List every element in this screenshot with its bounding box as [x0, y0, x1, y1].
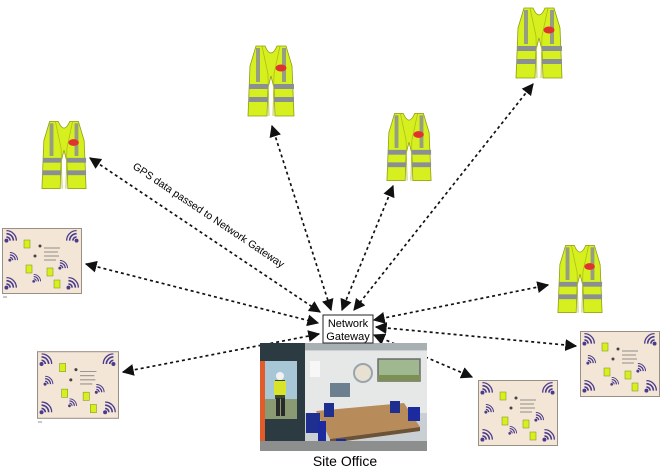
gateway-label-line1: Network: [328, 318, 369, 330]
floorplans: [3, 229, 660, 446]
site-floorplan-icon: [479, 381, 558, 446]
hi-vis-vest-icon: [515, 7, 563, 79]
site-floorplan-icon: [38, 352, 119, 419]
workers: [41, 7, 603, 314]
connector-arrows: [84, 83, 578, 379]
link-worker-3: [340, 184, 395, 312]
site-office-caption: Site Office: [313, 453, 378, 467]
hi-vis-vest-icon: [41, 120, 87, 190]
hi-vis-vest-icon: [247, 45, 295, 117]
site-office-photo: [260, 343, 427, 451]
link-worker-5: [372, 281, 550, 324]
link-worker-1: [89, 157, 321, 313]
network-gateway: Network Gateway: [322, 314, 374, 344]
gateway-label-line2: Gateway: [326, 331, 370, 343]
site-floorplan-icon: [3, 229, 82, 294]
link-worker-2: [269, 124, 334, 312]
link-floorplan-1: [84, 260, 320, 327]
site-floorplan-icon: [581, 332, 660, 397]
link-worker-4: [353, 83, 534, 311]
hi-vis-vest-icon: [557, 244, 603, 314]
gps-data-label: GPS data passed to Network Gateway: [130, 161, 287, 271]
hi-vis-vest-icon: [386, 112, 432, 182]
